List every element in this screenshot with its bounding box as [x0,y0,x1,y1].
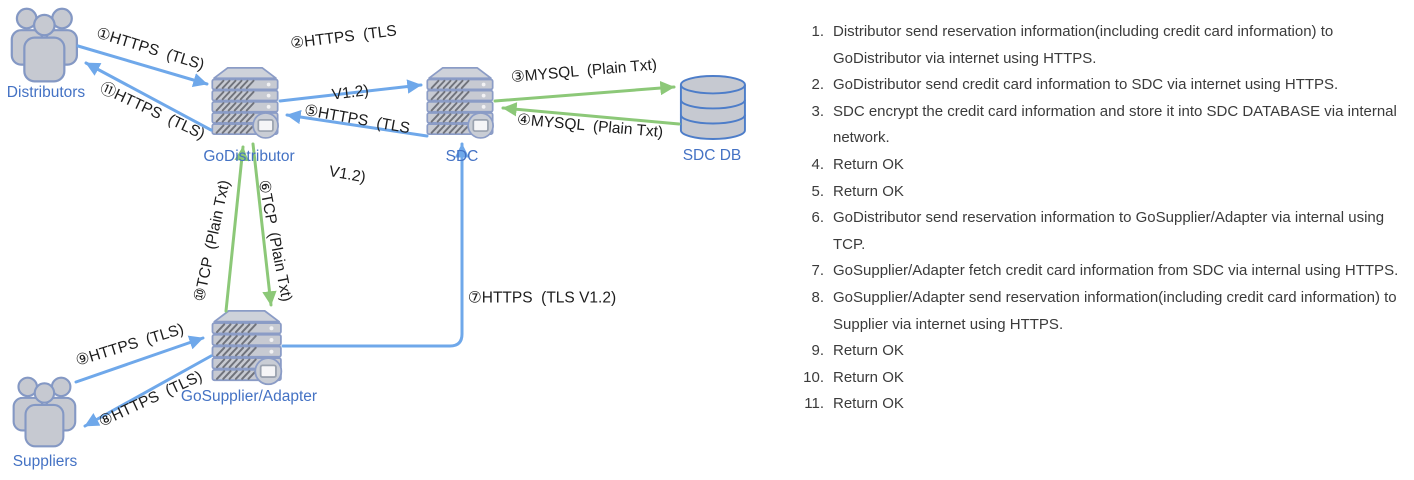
suppliers-label: Suppliers [12,453,78,470]
sdcdb-label: SDC DB [682,147,742,164]
edge-5-arrow [285,109,429,138]
step-text: SDC encrypt the credit card information … [833,102,1397,147]
edge-7-arrow [281,142,470,348]
step-item: 1. Distributor send reservation informati… [790,19,1406,72]
step-text: Return OK [833,368,904,386]
godistributor-server-icon [211,66,280,139]
step-number: 6. [811,209,824,227]
edge-4-arrow [501,102,681,126]
edge-2-arrow [278,79,423,103]
network-flow-diagram: Distributors GoDistributor SDC SDC DB Go… [6,7,746,470]
edge-3-arrow [493,80,676,103]
step-item: 8. GoSupplier/Adapter send reservation in… [790,285,1406,338]
sdc-label: SDC [445,148,479,165]
step-item: 7. GoSupplier/Adapter fetch credit card i… [790,258,1406,285]
step-number: 10. [803,368,824,386]
step-text: Return OK [833,395,904,413]
step-text: Return OK [833,182,904,200]
step-text: Return OK [833,155,904,173]
step-item: 4. Return OK [790,152,1406,179]
step-text: GoSupplier/Adapter fetch credit card inf… [833,262,1399,280]
edge-1-arrow [76,44,209,88]
gosupplier-label: GoSupplier/Adapter [180,388,318,405]
steps-list: 1. Distributor send reservation informati… [790,19,1406,418]
edge-7-label: ⑦HTTPS (TLS V1.2) [467,289,617,307]
edge-11-arrow [84,61,213,132]
distributors-icon [10,7,79,83]
step-item: 3. SDC encrypt the credit card informatio… [790,99,1406,152]
step-number: 9. [811,342,824,360]
suppliers-icon [12,376,77,448]
step-item: 2. GoDistributor send credit card informa… [790,72,1406,99]
edge-6-arrow [251,142,277,307]
step-text: GoDistributor send reservation informati… [833,209,1385,253]
step-number: 3. [811,102,824,120]
diagram-graphics [10,7,746,448]
edge-8-arrow [83,354,213,428]
edge-9-arrow [74,335,205,384]
step-text: GoDistributor send credit card informati… [833,76,1339,94]
step-item: 10. Return OK [790,365,1406,392]
step-item: 5. Return OK [790,179,1406,206]
gosupplier-server-icon [211,309,283,386]
distributors-label: Distributors [6,84,86,101]
sdc-server-icon [426,66,495,139]
sdcdb-database-icon [679,75,746,140]
step-number: 4. [811,155,824,173]
step-number: 11. [804,395,824,413]
step-text: Return OK [833,342,904,360]
step-number: 8. [811,288,824,306]
step-item: 6. GoDistributor send reservation informa… [790,205,1406,258]
step-item: 9. Return OK [790,338,1406,365]
step-text: GoSupplier/Adapter send reservation info… [833,288,1397,333]
godistributor-label: GoDistributor [203,148,295,165]
step-number: 7. [811,262,824,280]
step-number: 1. [811,23,824,40]
edge-10-arrow [224,145,249,313]
step-number: 5. [811,182,824,200]
step-number: 2. [811,76,824,94]
step-text: Distributor send reservation information… [833,23,1334,67]
step-item: 11. Return OK [790,391,1406,418]
